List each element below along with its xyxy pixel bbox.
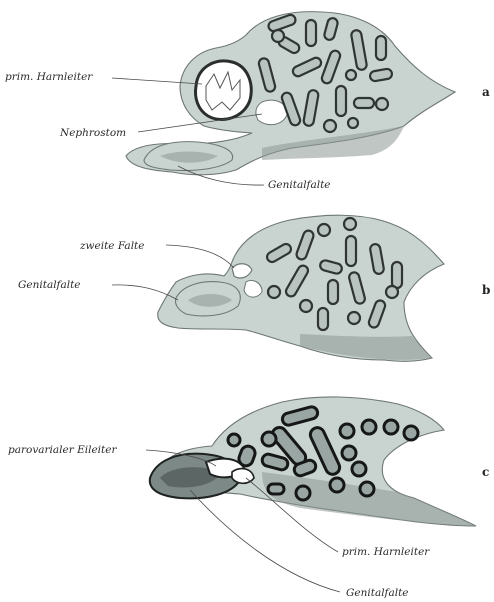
panel-c-label-parovarialer-eileiter: parovarialer Eileiter bbox=[8, 444, 117, 456]
panel-a: prim. Harnleiter Nephrostom Genitalfalte… bbox=[5, 12, 490, 191]
panel-b: zweite Falte Genitalfalte b bbox=[18, 215, 490, 361]
panel-a-label-prim-harnleiter: prim. Harnleiter bbox=[5, 71, 93, 83]
panel-b-letter: b bbox=[482, 283, 490, 297]
panel-b-label-genitalfalte: Genitalfalte bbox=[18, 279, 81, 291]
panel-a-letter: a bbox=[482, 85, 490, 99]
panel-c-label-prim-harnleiter: prim. Harnleiter bbox=[342, 546, 430, 558]
panel-c-label-genitalfalte: Genitalfalte bbox=[346, 587, 409, 599]
panel-b-label-zweite-falte: zweite Falte bbox=[79, 240, 145, 252]
panel-a-label-nephrostom: Nephrostom bbox=[59, 127, 126, 139]
panel-c: parovarialer Eileiter prim. Harnleiter G… bbox=[8, 397, 489, 599]
panel-a-label-genitalfalte: Genitalfalte bbox=[268, 179, 331, 191]
panel-c-letter: c bbox=[482, 465, 489, 479]
